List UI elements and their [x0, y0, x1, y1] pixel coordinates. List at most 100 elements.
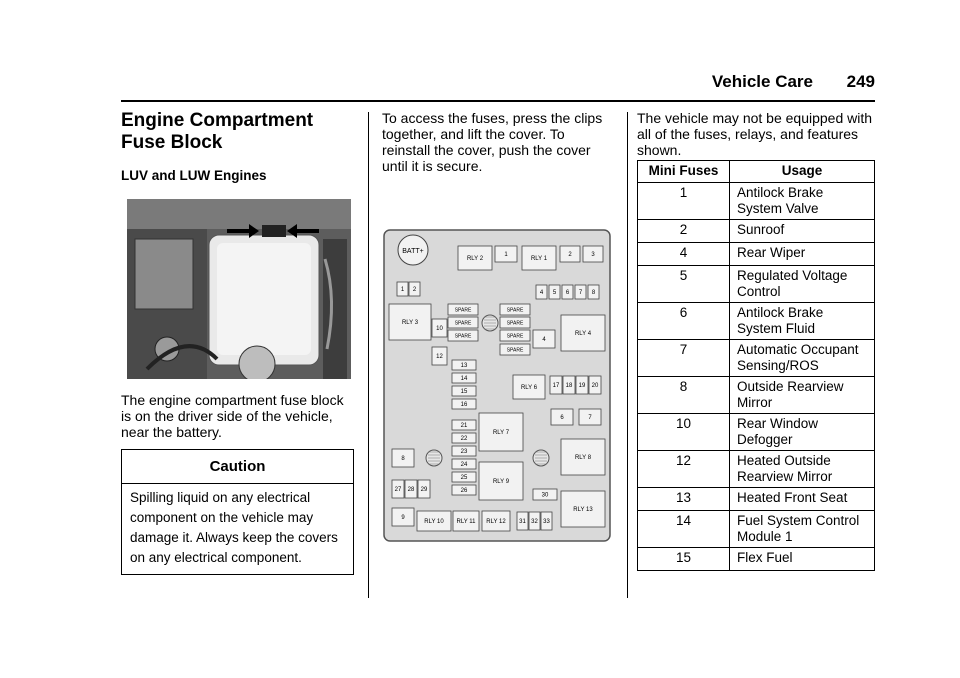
spare-fuse: SPARE [447, 316, 479, 329]
svg-text:RLY 8: RLY 8 [575, 455, 592, 461]
relay-11: RLY 11 [452, 510, 480, 532]
svg-text:RLY 13: RLY 13 [573, 507, 593, 513]
svg-text:7: 7 [588, 415, 592, 421]
fuse-number-cell: 7 [637, 339, 730, 377]
svg-text:15: 15 [461, 389, 468, 395]
column-header-fuse: Mini Fuses [637, 160, 730, 183]
relay-12: RLY 12 [481, 510, 511, 532]
svg-text:32: 32 [531, 519, 538, 525]
fuse-10: 10 [431, 318, 448, 338]
fuse-usage-cell: Outside Rearview Mirror [729, 376, 875, 414]
fuse-number-cell: 8 [637, 376, 730, 414]
fuse-number-cell: 12 [637, 450, 730, 488]
page-header: Vehicle Care 249 [121, 72, 875, 100]
batt-terminal [397, 234, 429, 266]
fuse-usage-cell: Flex Fuel [729, 547, 875, 571]
svg-text:RLY 6: RLY 6 [521, 385, 538, 391]
fuse-usage-cell: Sunroof [729, 219, 875, 243]
photo-caption: The engine compartment fuse block is on … [121, 392, 344, 440]
fuse-16: 16 [451, 398, 477, 410]
svg-text:8: 8 [401, 456, 405, 462]
svg-text:RLY 7: RLY 7 [493, 430, 510, 436]
fuse-1: 1 [494, 245, 518, 263]
relay-9: RLY 9 [478, 461, 524, 501]
fuse-number-cell: 15 [637, 547, 730, 571]
batt-label: BATT+ [402, 248, 423, 255]
fuse-number-cell: 2 [637, 219, 730, 243]
svg-text:23: 23 [461, 449, 468, 455]
fuse-4-mid: 4 [532, 329, 556, 349]
spare-fuse: SPARE [447, 303, 479, 316]
caution-text: Spilling liquid on any electrical compon… [130, 490, 338, 565]
fuse-usage-cell: Heated Front Seat [729, 487, 875, 511]
column-divider [368, 112, 369, 598]
section-title: Engine Compartment Fuse Block [121, 110, 314, 153]
spare-fuse: SPARE [499, 343, 531, 356]
svg-text:22: 22 [461, 436, 468, 442]
fuse-7: 7 [574, 284, 587, 300]
table-header-row: Mini Fuses Usage [637, 160, 875, 183]
svg-text:33: 33 [543, 519, 550, 525]
fuse-21: 21 [451, 419, 477, 431]
caution-box: Caution Spilling liquid on any electrica… [121, 449, 354, 575]
spare-fuse: SPARE [499, 329, 531, 342]
fuse-usage-cell: Fuel System Control Module 1 [729, 510, 875, 548]
caution-rule [122, 483, 353, 484]
svg-text:5: 5 [553, 290, 557, 296]
fuse-19: 19 [575, 375, 589, 395]
svg-text:14: 14 [461, 376, 468, 382]
svg-text:20: 20 [592, 383, 599, 389]
svg-text:6: 6 [566, 290, 570, 296]
fuse-28: 28 [404, 479, 418, 499]
relay-6: RLY 6 [512, 374, 546, 400]
svg-text:RLY 4: RLY 4 [575, 331, 592, 337]
svg-text:7: 7 [579, 290, 583, 296]
fuse-4: 4 [535, 284, 548, 300]
svg-text:SPARE: SPARE [455, 333, 472, 339]
svg-text:1: 1 [504, 252, 508, 258]
fuse-number-cell: 4 [637, 242, 730, 266]
fuse-number-cell: 14 [637, 510, 730, 548]
fuse-15: 15 [451, 385, 477, 397]
fuse-20: 20 [588, 375, 602, 395]
svg-text:16: 16 [461, 402, 468, 408]
svg-text:8: 8 [592, 290, 596, 296]
column-header-usage: Usage [729, 160, 875, 183]
fuse-9: 9 [391, 507, 415, 527]
fuse-33: 33 [540, 511, 553, 531]
svg-text:24: 24 [461, 462, 468, 468]
svg-text:1: 1 [401, 287, 405, 293]
fuse-usage-cell: Rear Window Defogger [729, 413, 875, 451]
fuse-23: 23 [451, 445, 477, 457]
relay-1: RLY 1 [521, 245, 557, 271]
svg-text:26: 26 [461, 488, 468, 494]
fuse-22: 22 [451, 432, 477, 444]
equipment-note: The vehicle may not be equipped with all… [637, 110, 873, 158]
svg-text:9: 9 [401, 515, 405, 521]
svg-text:2: 2 [413, 287, 417, 293]
fuse-17: 17 [549, 375, 563, 395]
fuse-usage-cell: Rear Wiper [729, 242, 875, 266]
fuse-25: 25 [451, 471, 477, 483]
svg-text:13: 13 [461, 363, 468, 369]
svg-text:SPARE: SPARE [455, 320, 472, 326]
fuse-number-cell: 5 [637, 265, 730, 303]
fuse-2-small: 2 [408, 281, 421, 297]
svg-text:29: 29 [421, 487, 428, 493]
svg-text:25: 25 [461, 475, 468, 481]
svg-text:RLY 9: RLY 9 [493, 479, 510, 485]
fuse-number-cell: 10 [637, 413, 730, 451]
svg-text:31: 31 [519, 519, 526, 525]
relay-2: RLY 2 [457, 245, 493, 271]
fuse-32: 32 [528, 511, 541, 531]
